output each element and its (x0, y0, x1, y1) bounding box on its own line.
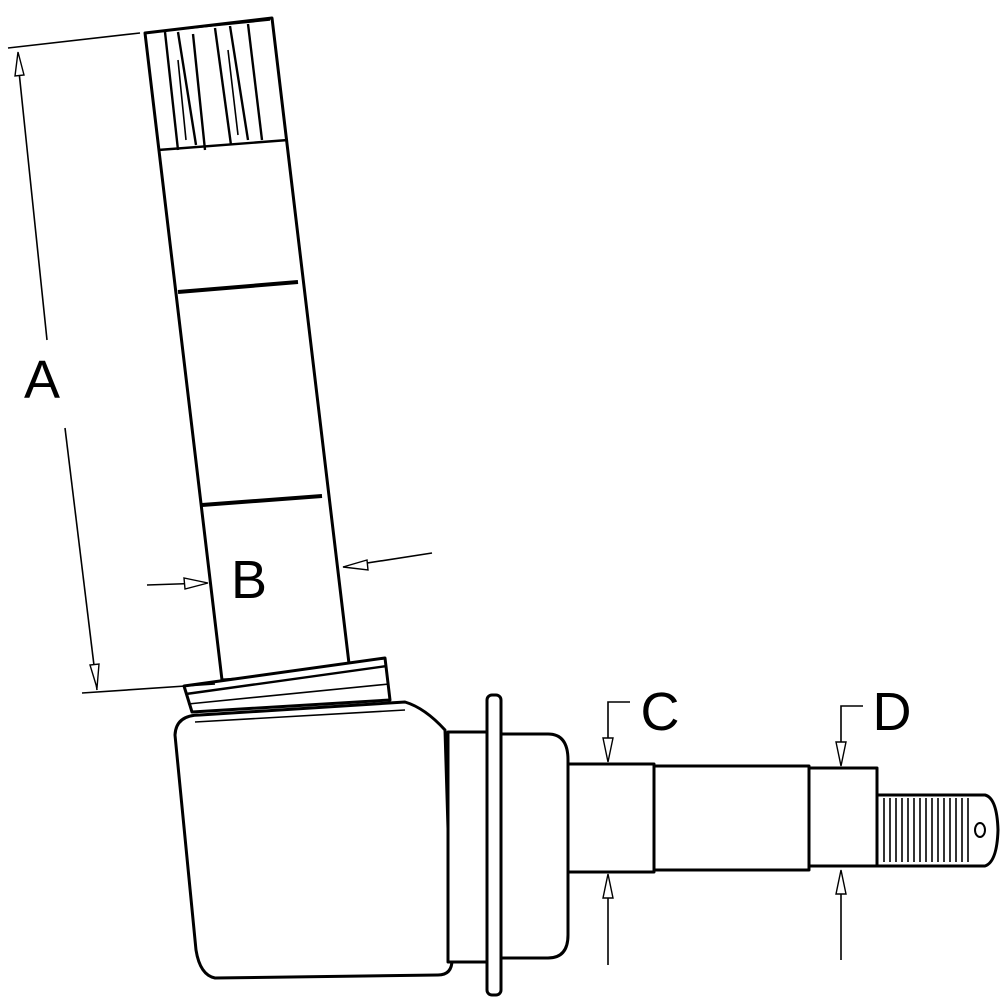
dimension-label-d: D (873, 682, 912, 742)
threaded-end (875, 793, 1000, 868)
dimension-a: A (7, 32, 216, 694)
spindle-collar (446, 693, 570, 997)
dimension-d: D (835, 682, 912, 960)
knuckle-body (173, 700, 454, 980)
top-splines (151, 19, 289, 152)
shaft-groove-lower (201, 494, 323, 507)
dimension-c: C (602, 682, 680, 965)
shaft-groove-upper (177, 280, 299, 294)
spindle-shaft (566, 762, 1000, 874)
bearing-seat-inner (566, 762, 656, 874)
bearing-seat-outer (807, 766, 879, 868)
spindle-flange (485, 693, 503, 997)
dimension-label-c: C (641, 682, 680, 742)
thrust-washer (182, 656, 392, 714)
upper-shaft (143, 16, 352, 682)
dimension-label-b: B (231, 550, 267, 610)
dimension-b: B (146, 550, 433, 610)
dimension-label-a: A (24, 350, 60, 410)
cotter-pin-hole (974, 822, 986, 838)
